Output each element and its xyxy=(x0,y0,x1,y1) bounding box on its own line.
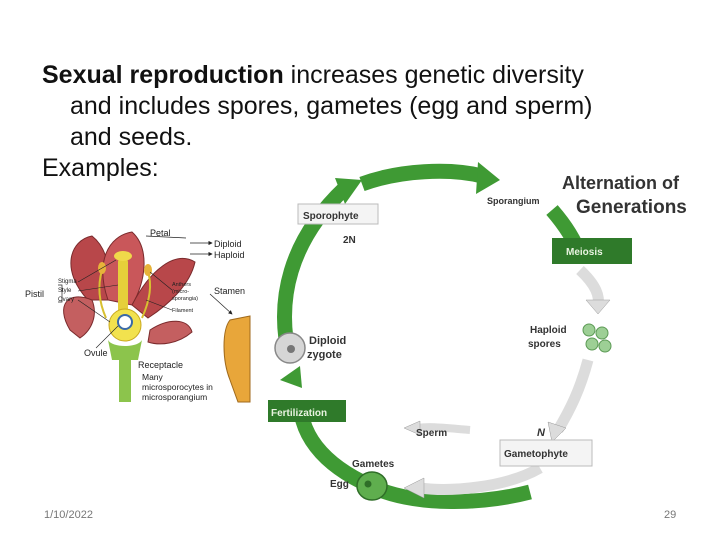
leader-stamen xyxy=(209,293,233,315)
label-receptacle: Receptacle xyxy=(138,360,183,370)
body-line-3: and seeds. xyxy=(70,123,193,151)
spore-cluster xyxy=(582,323,612,353)
label-anthers: Anthers xyxy=(172,282,191,288)
footer-date: 1/10/2022 xyxy=(44,509,93,521)
gray-arrow-sperm xyxy=(417,423,471,434)
gray-arrow-spores xyxy=(553,358,594,433)
flower-illustration: Petal Diploid Haploid Pistil Stigma Styl… xyxy=(24,228,251,403)
slide-body-text: Sexual reproduction increases genetic di… xyxy=(42,60,682,184)
stem-shape xyxy=(119,358,131,402)
leader-filament xyxy=(145,299,173,311)
leader-stigma xyxy=(77,259,117,283)
label-sporangium: Sporangium xyxy=(487,196,540,206)
label-ovule: Ovule xyxy=(84,348,108,358)
leader-ovule xyxy=(95,325,119,349)
label-haploid: Haploid xyxy=(214,250,245,260)
ovule-shape xyxy=(117,314,133,330)
arrowhead-sporangium xyxy=(476,162,500,194)
footer-page-number: 29 xyxy=(664,509,677,521)
leader-style xyxy=(77,284,119,292)
receptacle-shape xyxy=(108,340,142,360)
gametophyte-box xyxy=(499,439,593,467)
pistil-style xyxy=(118,258,128,316)
gray-head-spores xyxy=(547,421,567,443)
label-stamen: Stamen xyxy=(214,286,245,296)
label-gametophyte: Gametophyte xyxy=(504,449,568,460)
label-haploid-1: Haploid xyxy=(530,325,567,336)
stigma-shape xyxy=(114,251,132,261)
examples-label: Examples: xyxy=(42,154,159,182)
label-egg: Egg xyxy=(330,479,349,490)
label-many1: Many xyxy=(142,372,164,382)
label-filament: Filament xyxy=(172,308,194,314)
leader-ovary xyxy=(77,299,111,323)
label-n: N xyxy=(537,427,546,439)
leader-petal xyxy=(145,235,187,239)
bold-lead: Sexual reproduction xyxy=(42,61,284,89)
fertilization-box xyxy=(268,400,346,422)
line1-rest: increases genetic diversity xyxy=(283,61,584,89)
petal-low-right xyxy=(147,320,193,345)
arc-top xyxy=(359,163,484,192)
label-many2: microsporocytes in xyxy=(142,382,213,392)
cycle-title-line1: Alternation of xyxy=(562,173,680,193)
label-sperm: Sperm xyxy=(416,428,447,439)
egg-nucleus xyxy=(364,480,372,488)
stamen-closeup xyxy=(223,315,251,403)
label-anthers-sub2: sporangia) xyxy=(172,296,198,302)
gray-head-meiosis xyxy=(585,299,611,315)
label-diploid: Diploid xyxy=(214,239,242,249)
label-petal: Petal xyxy=(150,228,171,238)
label-pistil: Pistil xyxy=(25,289,44,299)
leader-anthers xyxy=(149,271,173,291)
zygote-nucleus xyxy=(287,345,295,353)
alternation-diagram: Alternation of Generations Sporangium Sp… xyxy=(268,162,687,509)
label-ovary: Ovary xyxy=(58,297,74,303)
meiosis-box xyxy=(552,238,632,264)
egg-cell xyxy=(356,471,388,501)
label-many3: microsporangium xyxy=(142,392,207,402)
label-haploid-2: spores xyxy=(528,339,561,350)
label-gametes: Gametes xyxy=(352,459,395,470)
label-style: Style xyxy=(58,288,72,294)
label-anthers-sub1: (micro- xyxy=(172,289,189,295)
gray-arrow-gametes xyxy=(419,463,543,495)
sporophyte-box xyxy=(297,203,379,225)
gray-head-gametes xyxy=(403,477,425,499)
label-diploid-1: Diploid xyxy=(309,335,346,347)
arrowhead-sporophyte xyxy=(335,178,362,204)
cycle-title-line2: Generations xyxy=(576,197,687,218)
label-diploid-2: zygote xyxy=(307,349,342,361)
arrowhead-zygote xyxy=(280,366,302,388)
anther-right xyxy=(144,264,152,276)
label-stigma: Stigma xyxy=(58,279,77,285)
petal-low-left xyxy=(63,296,95,339)
label-meiosis: Meiosis xyxy=(566,247,603,258)
label-2n: 2N xyxy=(343,235,356,246)
body-line-2: and includes spores, gametes (egg and sp… xyxy=(70,92,593,120)
gray-head-sperm xyxy=(403,420,421,436)
label-sporophyte: Sporophyte xyxy=(303,211,359,222)
body-line-1: Sexual reproduction increases genetic di… xyxy=(42,60,682,91)
label-fertilization: Fertilization xyxy=(271,408,327,419)
pistil-bracket xyxy=(58,284,63,303)
